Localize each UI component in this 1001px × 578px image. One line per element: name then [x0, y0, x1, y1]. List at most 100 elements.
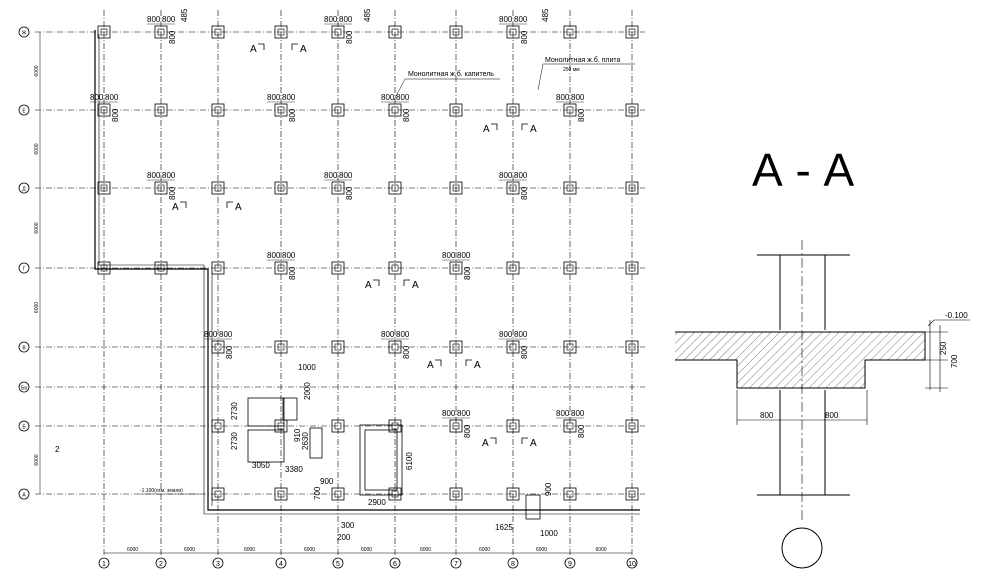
svg-text:800: 800 [225, 345, 234, 359]
column [506, 261, 520, 275]
axis-bubble-y: Д [18, 182, 30, 194]
column [97, 25, 111, 39]
svg-text:А: А [235, 202, 242, 213]
column [625, 261, 639, 275]
svg-text:А: А [483, 124, 490, 135]
svg-text:800: 800 [396, 330, 410, 339]
svg-text:800: 800 [381, 93, 395, 102]
column [506, 340, 520, 354]
axis-bubble-x: 6 [389, 557, 401, 569]
column [331, 181, 345, 195]
column [506, 419, 520, 433]
dim-485-b: 485 [363, 8, 372, 22]
bay-dim: 6000 [244, 547, 255, 553]
column [97, 181, 111, 195]
svg-text:800: 800 [147, 15, 161, 24]
svg-text:800: 800 [339, 15, 353, 24]
column [331, 419, 345, 433]
slab-thickness: 250 мм [563, 67, 580, 73]
dim-1000: 1000 [298, 363, 316, 372]
axis-bubble-y: Бв [18, 381, 30, 393]
axis-bubble-y: Б [18, 420, 30, 432]
column [563, 25, 577, 39]
column [449, 25, 463, 39]
svg-text:4: 4 [279, 561, 283, 568]
svg-text:Е: Е [22, 109, 26, 115]
axis-bubble-x: 10 [626, 557, 638, 569]
svg-text:800: 800 [162, 15, 176, 24]
bay-dim-v: 6000 [34, 222, 40, 233]
axis-bubble-x: 2 [155, 557, 167, 569]
svg-text:А: А [482, 438, 489, 449]
svg-text:А: А [530, 438, 537, 449]
section-dim-800-right: 800 [825, 411, 839, 420]
column [563, 340, 577, 354]
column [211, 181, 225, 195]
column [625, 340, 639, 354]
svg-text:800: 800 [324, 171, 338, 180]
bay-dim-v: 6000 [34, 302, 40, 313]
column [274, 181, 288, 195]
column [625, 103, 639, 117]
column [506, 487, 520, 501]
svg-text:800: 800 [442, 251, 456, 260]
svg-text:А: А [365, 280, 372, 291]
column [449, 419, 463, 433]
svg-text:800: 800 [402, 108, 411, 122]
svg-text:800: 800 [457, 409, 471, 418]
dim-2000: 2000 [303, 382, 312, 400]
dim-700: 700 [313, 486, 322, 500]
section-dim-700: 700 [950, 354, 959, 368]
column [274, 340, 288, 354]
svg-text:800: 800 [345, 30, 354, 44]
svg-text:1: 1 [102, 561, 106, 568]
svg-text:7: 7 [454, 561, 458, 568]
svg-text:А: А [22, 493, 26, 499]
svg-text:800: 800 [520, 345, 529, 359]
svg-text:800: 800 [499, 15, 513, 24]
bay-dim-v: 6000 [34, 143, 40, 154]
capital-label: Монолитная ж.б. капитель [408, 70, 494, 78]
svg-text:800: 800 [442, 409, 456, 418]
axis-bubble-y: Г [18, 262, 30, 274]
column [388, 340, 402, 354]
outline-walls [94, 30, 640, 515]
dim-910: 910 [293, 428, 302, 442]
svg-text:800: 800 [556, 409, 570, 418]
svg-text:800: 800 [90, 93, 104, 102]
column [388, 181, 402, 195]
svg-text:Ж: Ж [22, 31, 27, 37]
axis-bubble-x: 1 [98, 557, 110, 569]
column [388, 419, 402, 433]
svg-text:5: 5 [336, 561, 340, 568]
section-dim-800-left: 800 [760, 411, 774, 420]
column [154, 103, 168, 117]
axis-bubble-x: 8 [507, 557, 519, 569]
column [97, 261, 111, 275]
dim-3050: 3050 [252, 461, 270, 470]
column [506, 181, 520, 195]
dim-300: 300 [341, 521, 355, 530]
svg-text:Д: Д [22, 187, 26, 193]
section-title: А - А [752, 144, 855, 196]
column [211, 340, 225, 354]
svg-text:800: 800 [288, 108, 297, 122]
column [449, 103, 463, 117]
svg-text:А: А [300, 44, 307, 55]
svg-text:800: 800 [571, 93, 585, 102]
dimension-texts: 485 485 485 1000 2000 2730 2730 3050 338… [55, 8, 558, 542]
